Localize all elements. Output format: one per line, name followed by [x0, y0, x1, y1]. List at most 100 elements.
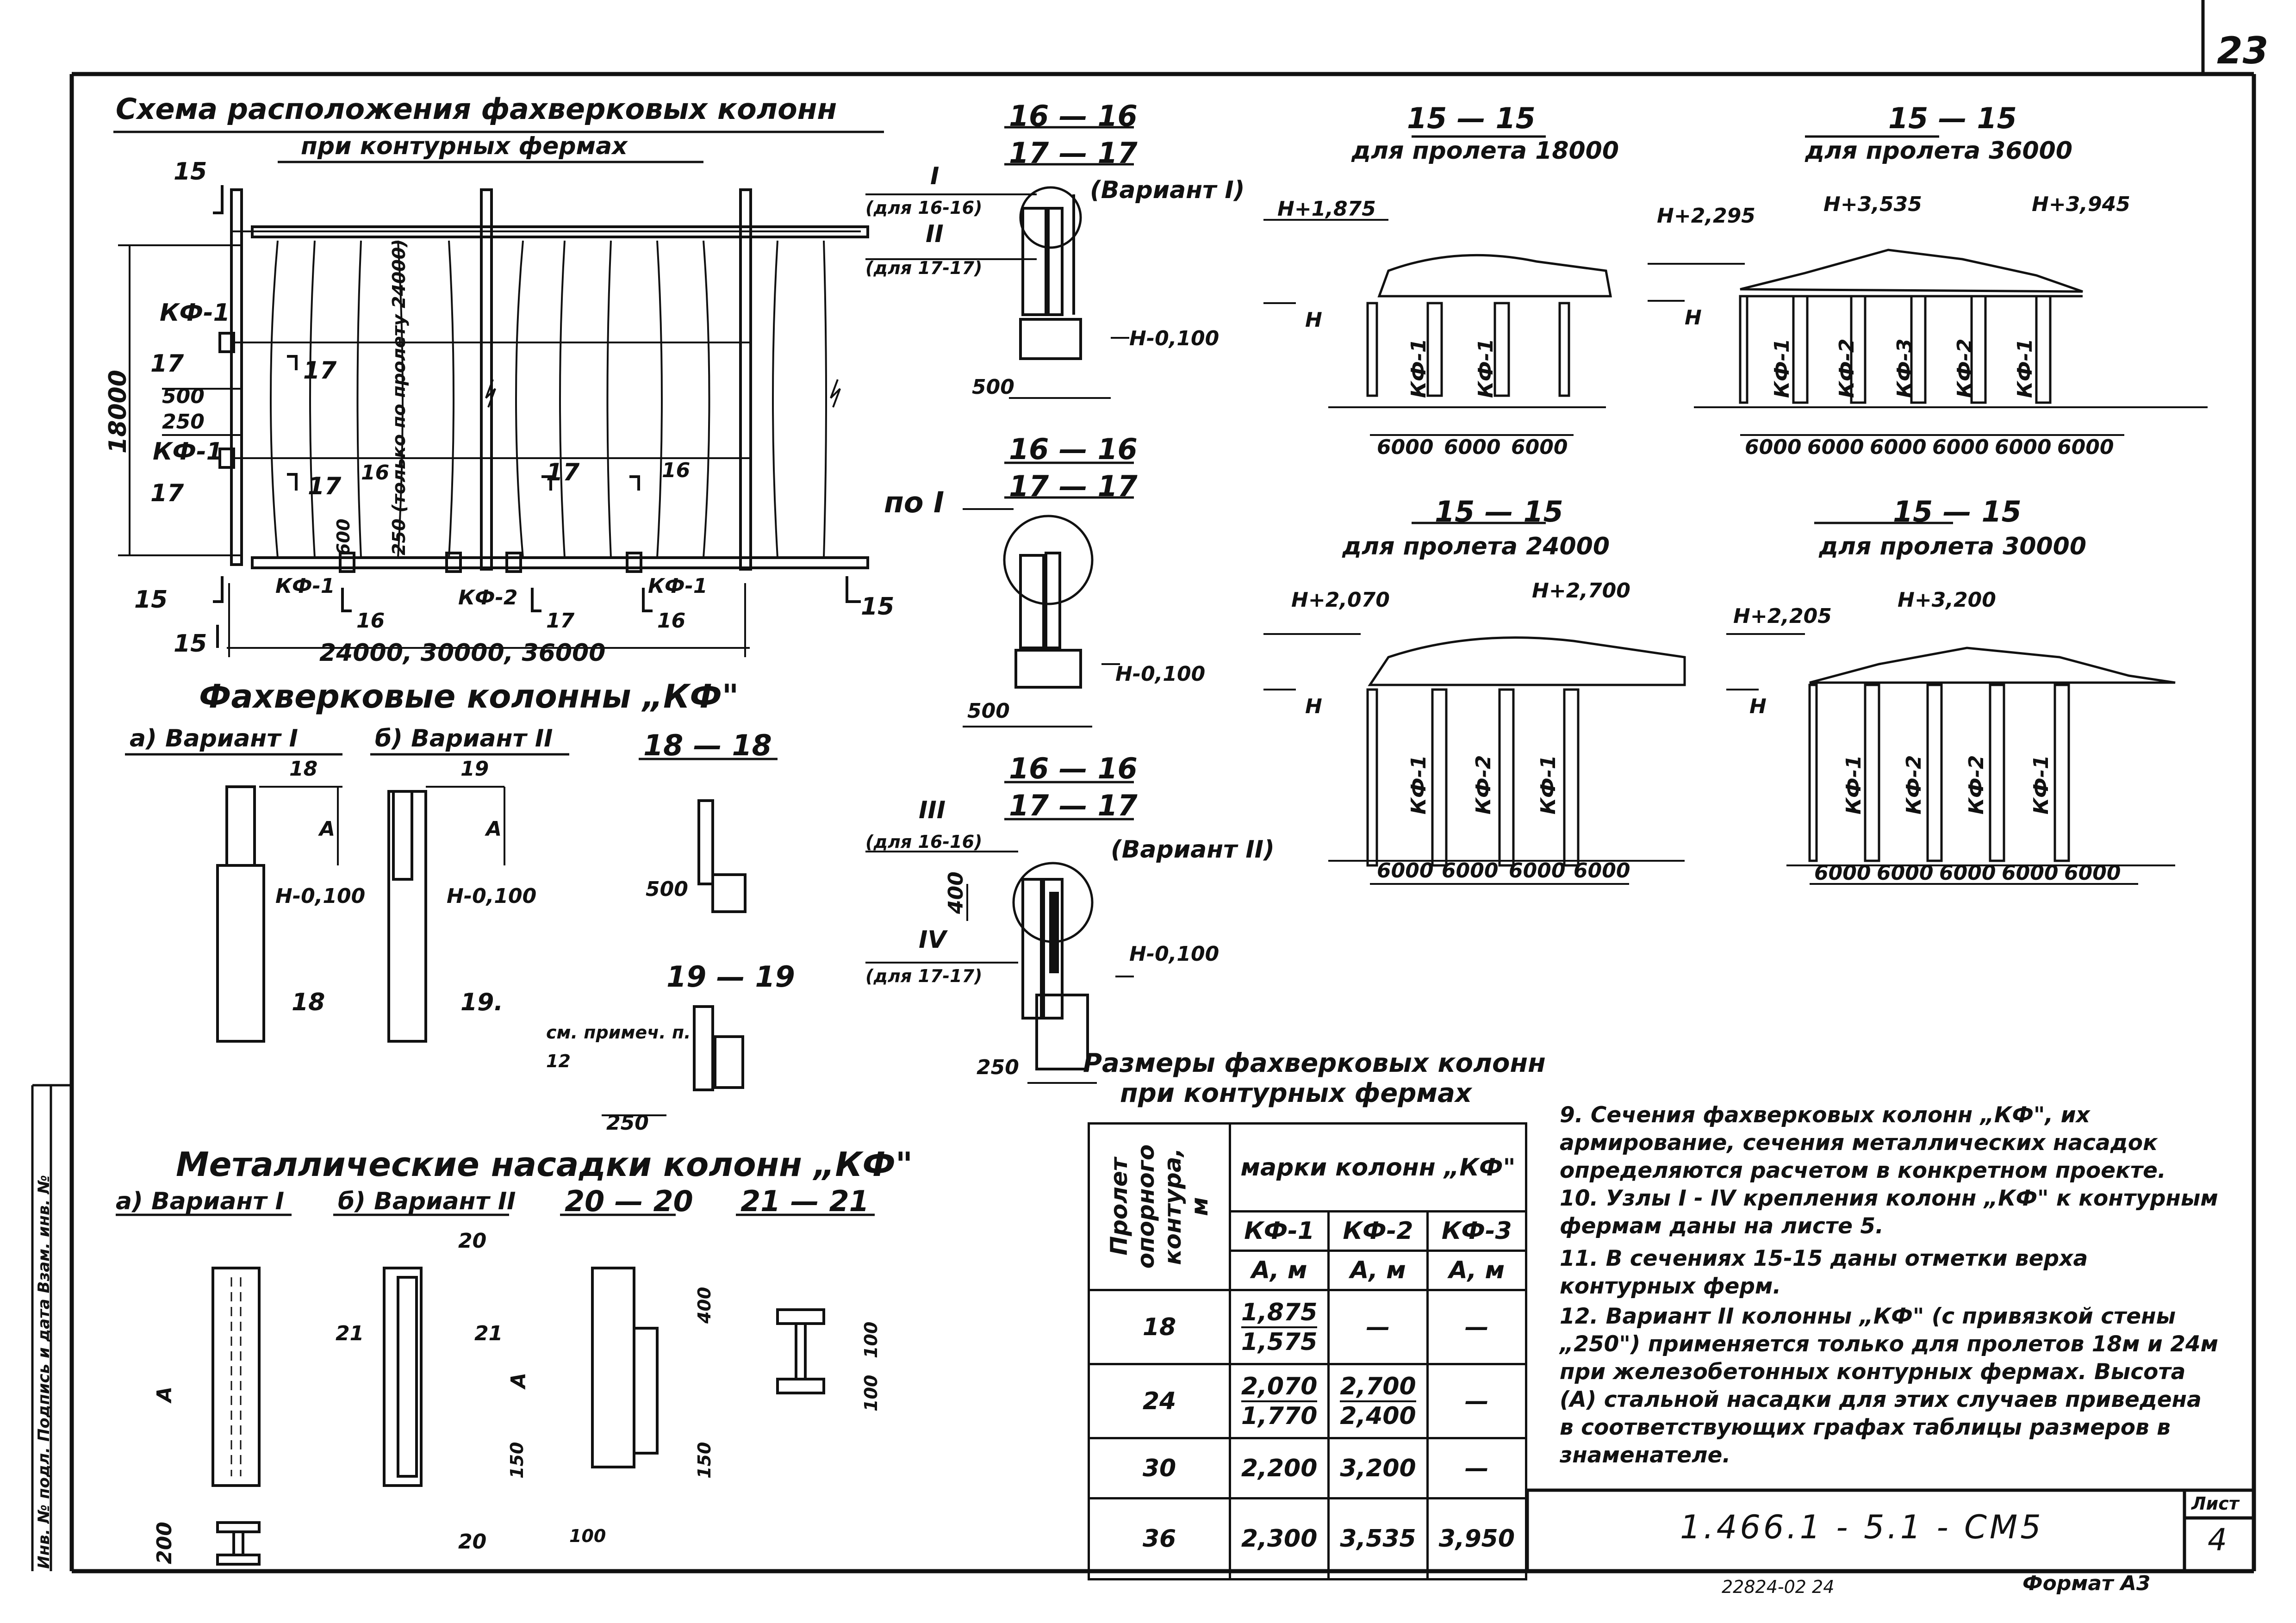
table-cell-kf2: —: [1327, 1289, 1429, 1365]
sec15-24000-col-1: КФ-1: [1407, 755, 1431, 815]
stamp-sheet-label: Лист: [2191, 1493, 2239, 1514]
sec20-title: 20 — 20: [565, 1184, 693, 1218]
schema-title-line1: Схема расположения фахверковых колонн: [116, 92, 837, 126]
sec15-36000-h: Н: [1685, 306, 1702, 330]
caps-b-mark-150: 150: [507, 1442, 527, 1479]
sec20-mark-100: 100: [569, 1526, 606, 1546]
sec15-30000-h: Н: [1749, 695, 1767, 718]
table-row: 30 2,200 3,200 —: [1088, 1437, 1528, 1499]
sec16-top-mark2: II: [926, 220, 944, 248]
schema-label-kf2: КФ-2: [458, 586, 518, 609]
sec15-24000-col-3: КФ-1: [1537, 755, 1560, 815]
sec15-36000-span-4: 6000: [1932, 435, 1989, 459]
table-title-line1: Размеры фахверковых колонн: [1083, 1048, 1546, 1078]
sec16-top-variant: (Вариант I): [1090, 176, 1245, 204]
sec16-bot-dim: 250: [977, 1056, 1019, 1079]
kf-b-mark-19: 19: [460, 757, 489, 781]
sec16-mid-ref: по I: [884, 485, 945, 519]
table-header-kf1: КФ-1: [1228, 1210, 1330, 1252]
note-9: 9. Сечения фахверковых колонн „КФ", их а…: [1560, 1102, 2166, 1183]
sec15-30000-span-1: 6000: [1814, 861, 1871, 885]
sec15-36000-level-3: Н+3,945: [2032, 193, 2130, 216]
sec15-18000-level-1: Н+1,875: [1277, 197, 1376, 221]
sec16-top-title1: 16 — 16: [1009, 99, 1138, 133]
sec16-mid-title1: 16 — 16: [1009, 432, 1138, 466]
schema-title-line2: при контурных фермах: [301, 132, 628, 160]
sec15-30000-col-3: КФ-2: [1965, 755, 1988, 815]
schema-label-16a: 16: [361, 461, 390, 485]
table-cell-kf3: —: [1426, 1437, 1528, 1499]
stamp-code: 1.466.1 - 5.1 - СМ5: [1680, 1508, 2044, 1546]
sheet-number-top: 23: [2217, 29, 2269, 72]
sec15-24000-span-3: 6000: [1509, 859, 1566, 883]
caps-b-mark-20-bottom: 20: [458, 1530, 487, 1554]
sec15-30000-span-3: 6000: [1939, 861, 1996, 885]
kf-a-level: Н-0,100: [275, 884, 366, 908]
footer-left: 22824-02 24: [1722, 1577, 1835, 1597]
sec15-18000-h: Н: [1305, 308, 1322, 332]
sec15-30000-span-4: 6000: [2002, 861, 2059, 885]
sec21-title: 21 — 21: [740, 1184, 869, 1218]
table-cell-kf3: —: [1426, 1363, 1528, 1439]
sec16-top-mark1: I: [930, 162, 940, 190]
kf-a-mark-18-bottom: 18: [292, 989, 325, 1016]
sec16-bot-title1: 16 — 16: [1009, 752, 1138, 785]
sec16-top-level: Н-0,100: [1129, 327, 1220, 350]
sec16-top-drawing: [865, 126, 1134, 399]
sec15-36000-span-6: 6000: [2057, 435, 2114, 459]
table-cell-kf1-alt: 1,575: [1241, 1328, 1318, 1356]
table-unit-kf2: А, м: [1327, 1250, 1429, 1291]
table-unit-kf3: А, м: [1426, 1250, 1528, 1291]
schema-label-15d: 15: [861, 593, 895, 621]
kf-variant-a: а) Вариант I: [130, 725, 298, 752]
schema-label-15b: 15: [134, 586, 168, 614]
table-title-line2: при контурных фермах: [1120, 1078, 1472, 1108]
sec15-30000-drawing: [1726, 522, 2176, 885]
table-cell-kf3: —: [1426, 1289, 1528, 1365]
sec15-18000-col-2: КФ-1: [1474, 338, 1498, 398]
sec15-24000-span-2: 6000: [1442, 859, 1499, 883]
caps-a-mark-200: 200: [153, 1522, 176, 1564]
sec15-36000-span-3: 6000: [1870, 435, 1927, 459]
sec15-24000-subtitle: для пролета 24000: [1342, 533, 1610, 560]
caps-drawing: [116, 1213, 875, 1566]
sec16-mid-level: Н-0,100: [1115, 662, 1206, 686]
schema-label-kf1d: КФ-1: [648, 574, 708, 598]
schema-label-17c: 17: [150, 479, 184, 507]
sizes-table: Пролет опорного контура, м марки колонн …: [1088, 1122, 1528, 1580]
sec15-36000-level-1: Н+2,295: [1657, 204, 1755, 228]
sec16-mid-title2: 17 — 17: [1009, 469, 1138, 503]
sec15-30000-col-1: КФ-1: [1842, 755, 1866, 815]
sec15-24000-drawing: [1263, 522, 1686, 885]
sec15-24000-level-1: Н+2,070: [1291, 588, 1390, 612]
sec15-18000-span-2: 6000: [1444, 435, 1501, 459]
sec15-24000-col-2: КФ-2: [1472, 755, 1495, 815]
schema-label-500: 500: [162, 385, 205, 408]
table-cell-kf3: 3,950: [1426, 1497, 1528, 1580]
sec16-bot-level: Н-0,100: [1129, 942, 1220, 966]
sec16-bot-mark2-note: (для 17-17): [865, 966, 983, 986]
schema-label-kf1b: КФ-1: [153, 438, 223, 466]
schema-label-kf1c: КФ-1: [275, 574, 335, 598]
sec16-bot-mark2: IV: [919, 926, 946, 954]
sec16-mid-drawing: [963, 461, 1134, 728]
sec15-24000-title: 15 — 15: [1435, 495, 1563, 529]
sec16-bot-mark1-note: (для 16-16): [865, 832, 983, 852]
sec15-36000-title: 15 — 15: [1888, 101, 2017, 135]
sec20-mark-400: 400: [694, 1287, 715, 1324]
table-header-kf2: КФ-2: [1327, 1210, 1429, 1252]
schema-label-16b: 16: [662, 459, 691, 482]
sec16-top-mark2-note: (для 17-17): [865, 258, 983, 278]
table-header-kf3: КФ-3: [1426, 1210, 1528, 1252]
table-header-marks: марки колонн „КФ": [1229, 1122, 1527, 1213]
kf-a-mark-A: А: [319, 817, 336, 841]
stamp-frame: [1525, 1488, 2254, 1571]
table-header-span: Пролет опорного контура, м: [1088, 1122, 1231, 1291]
note-10: 10. Узлы I - IV крепления колонн „КФ" к …: [1560, 1186, 2218, 1239]
sec15-24000-span-4: 6000: [1574, 859, 1630, 883]
sec15-30000-title: 15 — 15: [1893, 495, 2022, 529]
sec15-30000-level-1: Н+2,205: [1733, 604, 1832, 628]
note-11: 11. В сечениях 15-15 даны отметки верха …: [1560, 1246, 2088, 1299]
sec15-30000-span-5: 6000: [2064, 861, 2121, 885]
sec15-36000-col-5: КФ-1: [2013, 338, 2037, 398]
